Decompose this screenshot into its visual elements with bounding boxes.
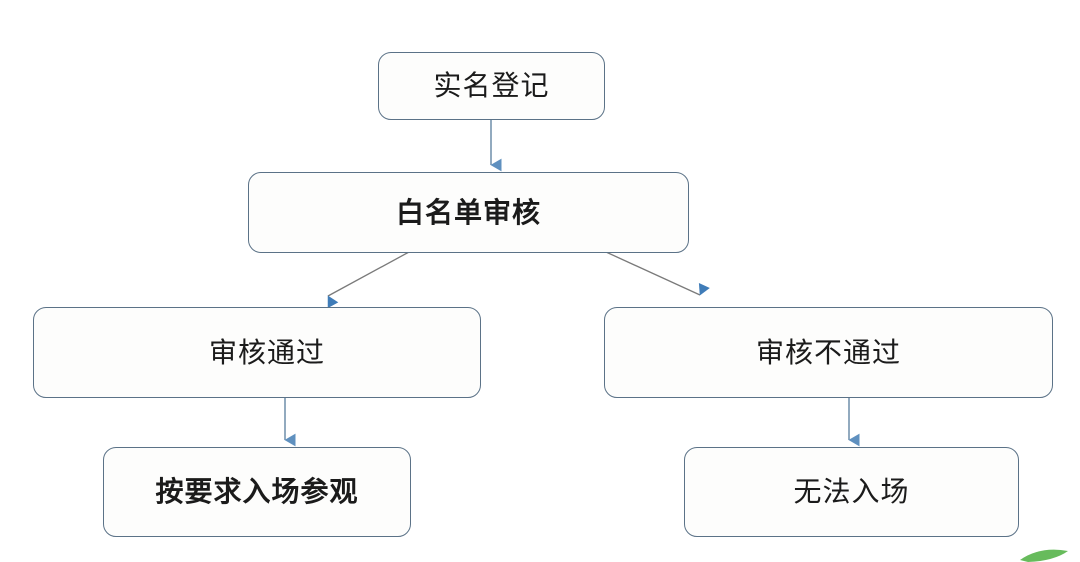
green-logo-watermark	[1014, 536, 1076, 562]
node-no-entry-label: 无法入场	[793, 475, 910, 508]
node-review-passed-label: 审核通过	[208, 335, 325, 369]
edge-review-to-fail	[605, 251, 710, 296]
node-enter-as-required-label: 按要求入场参观	[155, 475, 359, 508]
node-enter-as-required[interactable]: 按要求入场参观	[103, 447, 411, 537]
node-review-failed[interactable]: 审核不通过	[604, 307, 1053, 398]
node-start-label: 实名登记	[433, 69, 550, 102]
node-start[interactable]: 实名登记	[378, 52, 605, 120]
edge-review-to-pass	[327, 251, 410, 309]
node-whitelist-review-label: 白名单审核	[395, 195, 541, 229]
node-whitelist-review[interactable]: 白名单审核	[248, 172, 689, 253]
node-review-passed[interactable]: 审核通过	[33, 307, 481, 398]
node-no-entry[interactable]: 无法入场	[684, 447, 1019, 537]
node-review-failed-label: 审核不通过	[755, 335, 901, 369]
